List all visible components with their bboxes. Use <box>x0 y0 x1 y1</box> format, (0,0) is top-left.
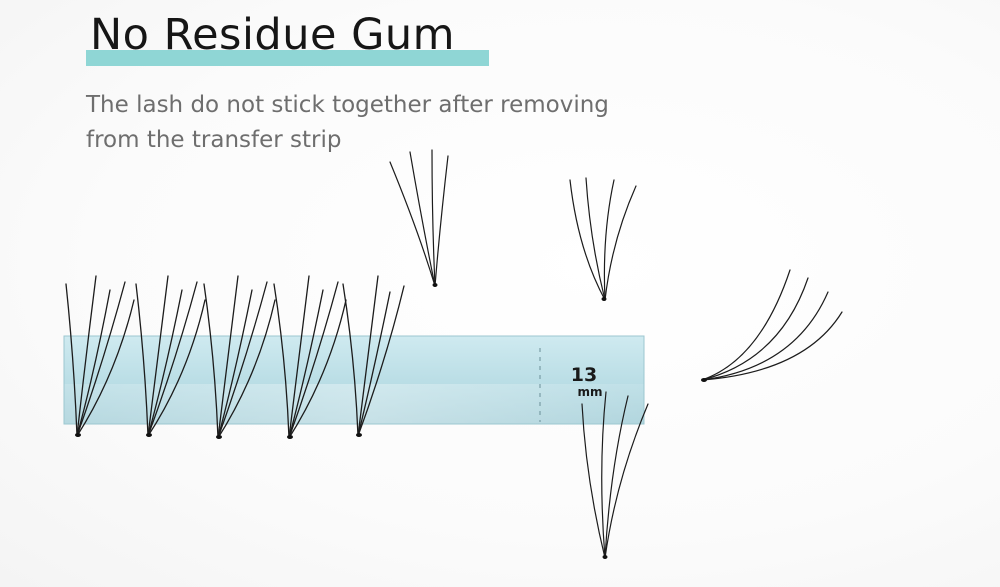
lash-cluster <box>342 275 405 437</box>
lash-cluster <box>65 275 135 437</box>
description-line-2: from the transfer strip <box>86 127 342 153</box>
lash-cluster <box>273 275 347 439</box>
lash-clusters-on-strip <box>65 275 405 439</box>
lash-fan-top-middle <box>389 149 449 287</box>
heading-underline-bar <box>86 50 489 66</box>
lash-cluster <box>135 275 206 437</box>
lash-cluster <box>203 275 276 439</box>
lash-fan-top-right <box>569 177 637 301</box>
lash-fan-bottom <box>581 391 649 559</box>
description-line-1: The lash do not stick together after rem… <box>86 92 609 118</box>
banner-description: The lash do not stick together after rem… <box>86 88 646 158</box>
ruler-length-value: 13 <box>571 364 597 386</box>
banner-heading: No Residue Gum <box>90 10 456 60</box>
lash-fan-right <box>701 269 843 382</box>
removed-lash-fans <box>389 149 843 559</box>
ruler-length-unit: mm <box>577 385 602 399</box>
